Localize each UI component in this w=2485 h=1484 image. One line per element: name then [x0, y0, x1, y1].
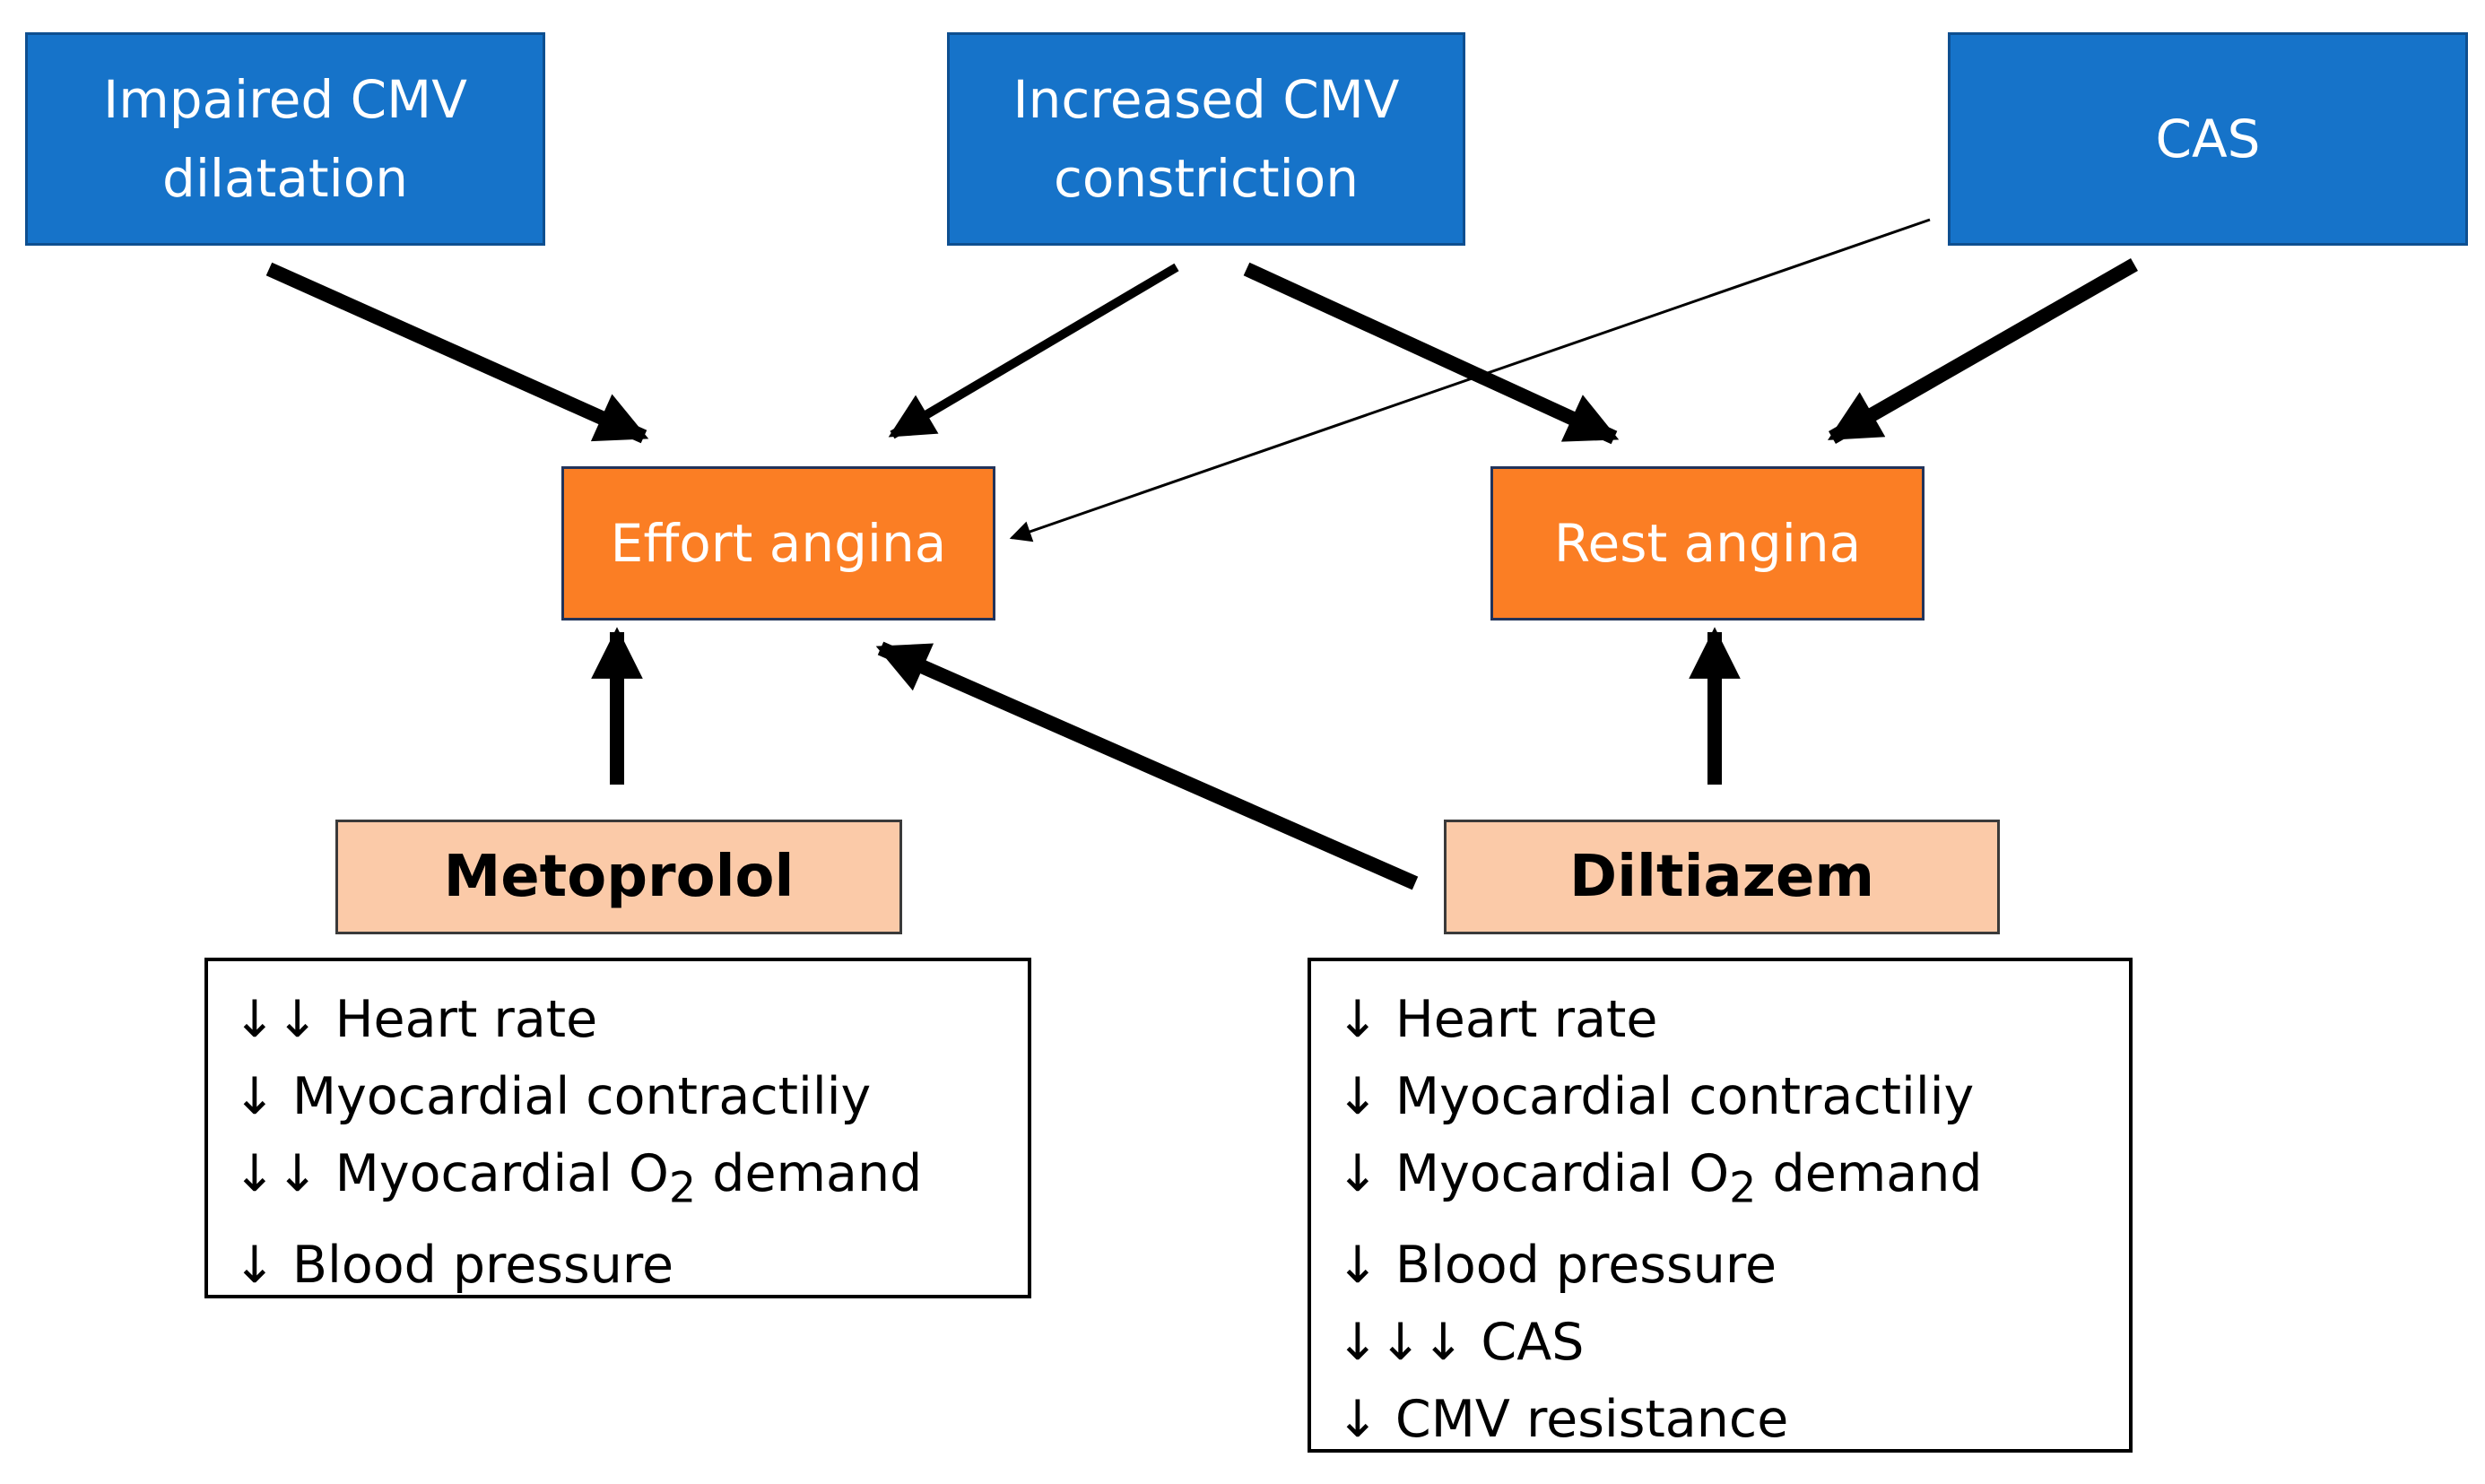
effect-text: Myocardial contractiliy: [291, 1067, 872, 1126]
cas-label: CAS: [2155, 108, 2261, 169]
effect-text: Heart rate: [335, 990, 598, 1049]
effect-subscript: 2: [1729, 1163, 1757, 1213]
effort-angina-box: Effort angina: [561, 466, 995, 621]
effect-text: Myocardial O: [1395, 1144, 1730, 1203]
down-arrow-icon: ↓: [1336, 1144, 1379, 1203]
metoprolol-effect-blood-pressure: ↓ Blood pressure: [233, 1227, 1028, 1304]
down-arrow-icon: ↓↓: [233, 990, 319, 1049]
down-arrow-icon: ↓: [1336, 1236, 1379, 1296]
diltiazem-effects-list: ↓ Heart rate ↓ Myocardial contractiliy ↓…: [1308, 958, 2133, 1453]
diltiazem-box: Diltiazem: [1444, 820, 2000, 934]
effort-angina-label: Effort angina: [610, 513, 947, 574]
diltiazem-effect-contractility: ↓ Myocardial contractiliy: [1336, 1058, 2129, 1135]
down-arrow-icon: ↓: [1336, 1067, 1379, 1126]
diltiazem-effect-o2-demand: ↓ Myocardial O2 demand: [1336, 1135, 2129, 1227]
arrow-cas-to-effort: [1009, 218, 1931, 542]
effect-text: Myocardial O: [335, 1144, 669, 1203]
down-arrow-icon: ↓↓↓: [1336, 1313, 1465, 1373]
diltiazem-effect-heart-rate: ↓ Heart rate: [1336, 981, 2129, 1058]
metoprolol-box: Metoprolol: [335, 820, 902, 934]
down-arrow-icon: ↓: [233, 1067, 276, 1126]
impaired-cmv-line-2: dilatation: [162, 148, 408, 209]
increased-cmv-constriction-box: Increased CMV constriction: [947, 32, 1465, 246]
metoprolol-effect-heart-rate: ↓↓ Heart rate: [233, 981, 1028, 1058]
rest-angina-label: Rest angina: [1553, 513, 1862, 574]
metoprolol-effect-o2-demand: ↓↓ Myocardial O2 demand: [233, 1135, 1028, 1227]
effect-text: Heart rate: [1395, 990, 1658, 1049]
diltiazem-effect-cmv-resistance: ↓ CMV resistance: [1336, 1381, 2129, 1458]
down-arrow-icon: ↓↓: [233, 1144, 319, 1203]
rest-angina-box: Rest angina: [1490, 466, 1925, 621]
arrow-cas-to-rest: [1828, 258, 2138, 444]
effect-text: Myocardial contractiliy: [1395, 1067, 1975, 1126]
arrow-increased-to-effort: [888, 263, 1179, 439]
arrow-diltiazem-to-effort: [875, 641, 1419, 890]
effect-text-after: demand: [696, 1144, 923, 1203]
effect-text: Blood pressure: [1395, 1236, 1777, 1296]
effect-text: CMV resistance: [1395, 1390, 1789, 1450]
metoprolol-effects-list: ↓↓ Heart rate ↓ Myocardial contractiliy …: [204, 958, 1031, 1298]
effect-text: CAS: [1481, 1313, 1585, 1373]
effect-text: Blood pressure: [291, 1236, 674, 1296]
effect-subscript: 2: [668, 1163, 697, 1213]
down-arrow-icon: ↓: [233, 1236, 276, 1296]
arrow-impaired-to-effort: [265, 262, 649, 444]
diltiazem-effect-blood-pressure: ↓ Blood pressure: [1336, 1227, 2129, 1304]
impaired-cmv-line-1: Impaired CMV: [103, 69, 467, 130]
down-arrow-icon: ↓: [1336, 990, 1379, 1049]
increased-cmv-line-1: Increased CMV: [1012, 69, 1400, 130]
arrow-increased-to-rest: [1243, 262, 1620, 445]
metoprolol-effect-contractility: ↓ Myocardial contractiliy: [233, 1058, 1028, 1135]
diltiazem-label: Diltiazem: [1568, 844, 1875, 910]
metoprolol-label: Metoprolol: [443, 844, 795, 910]
effect-text-after: demand: [1756, 1144, 1983, 1203]
diltiazem-effect-cas: ↓↓↓ CAS: [1336, 1304, 2129, 1381]
increased-cmv-line-2: constriction: [1053, 148, 1360, 209]
down-arrow-icon: ↓: [1336, 1390, 1379, 1450]
cas-box: CAS: [1948, 32, 2468, 246]
impaired-cmv-dilatation-box: Impaired CMV dilatation: [25, 32, 545, 246]
